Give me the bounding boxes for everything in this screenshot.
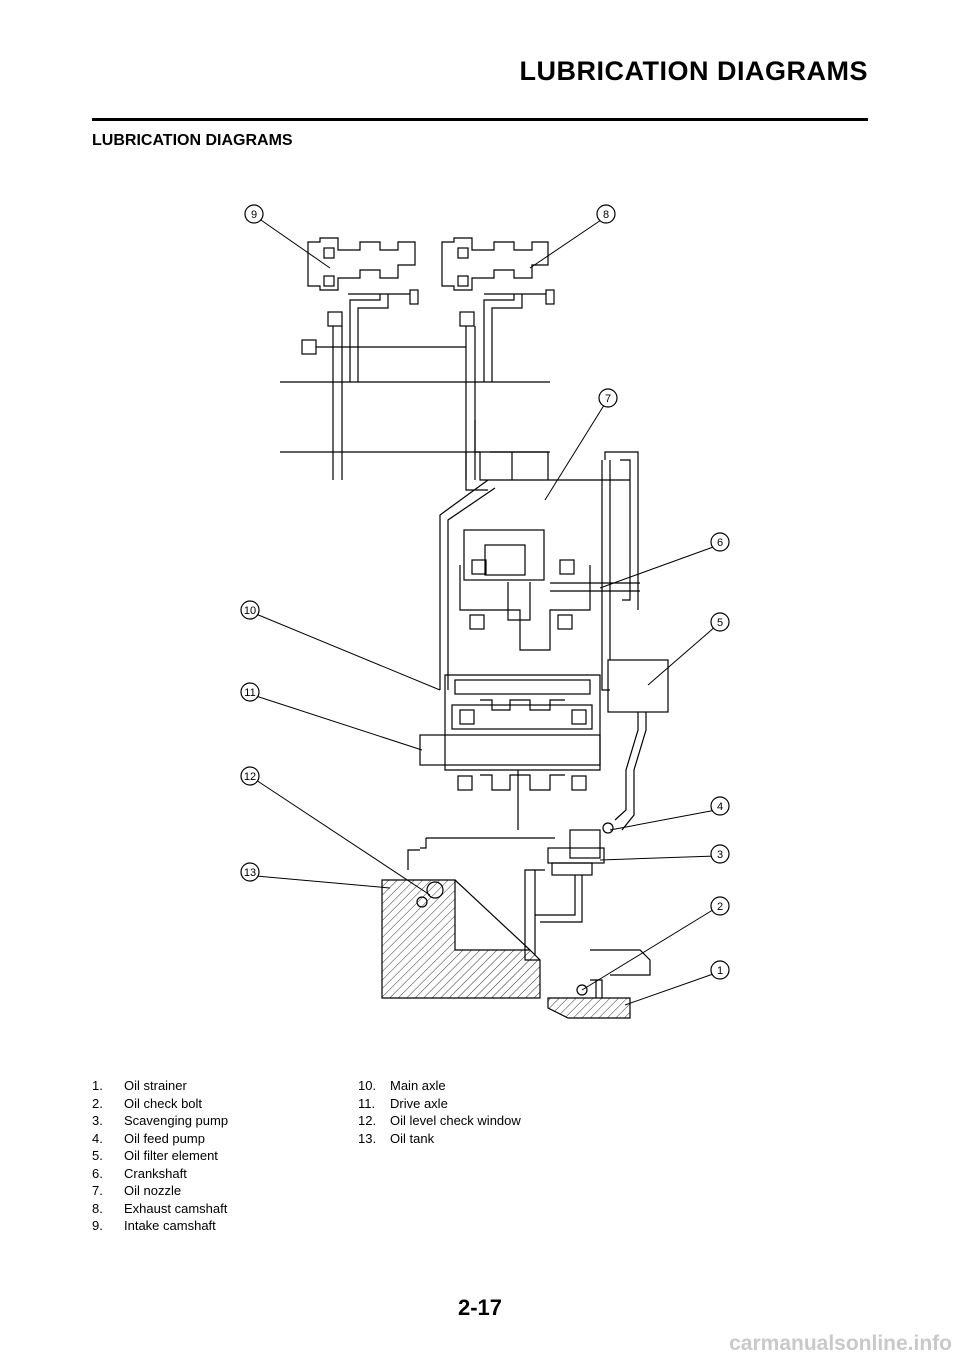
callout-12: 12 <box>240 766 260 786</box>
header-title: LUBRICATION DIAGRAMS <box>519 56 868 86</box>
legend-label: Crankshaft <box>124 1165 187 1181</box>
legend-label: Intake camshaft <box>124 1218 216 1233</box>
svg-text:6: 6 <box>717 537 723 549</box>
header-rule <box>92 118 868 121</box>
legend-label: Exhaust camshaft <box>124 1200 228 1216</box>
lubrication-diagram: 9 8 7 6 5 10 11 12 13 4 3 2 <box>240 204 730 1019</box>
svg-text:2: 2 <box>717 901 723 913</box>
svg-text:4: 4 <box>717 801 723 813</box>
callout-3: 3 <box>710 844 730 864</box>
section-title: LUBRICATION DIAGRAMS <box>92 132 293 149</box>
legend-item: 2. Oil check bolt <box>92 1095 228 1113</box>
legend-number: 4. <box>92 1130 103 1146</box>
svg-text:8: 8 <box>603 209 609 221</box>
legend-label: Oil strainer <box>124 1078 187 1093</box>
callout-11: 11 <box>240 682 260 702</box>
watermark: carmanualsonline.info <box>729 1332 952 1355</box>
svg-text:10: 10 <box>244 605 256 617</box>
callout-9: 9 <box>244 204 264 224</box>
legend-number: 10. <box>358 1078 377 1093</box>
callout-2: 2 <box>710 896 730 916</box>
legend-number: 13. <box>358 1130 377 1146</box>
legend-item: 12. Oil level check window <box>358 1112 521 1130</box>
legend-number: 8. <box>92 1200 103 1216</box>
legend-number: 12. <box>358 1113 377 1128</box>
legend-label: Oil feed pump <box>124 1130 205 1146</box>
oil-filter-drawing <box>607 659 669 713</box>
svg-text:13: 13 <box>244 867 256 879</box>
callout-6: 6 <box>710 532 730 552</box>
legend-item: 4. Oil feed pump <box>92 1130 228 1148</box>
svg-text:12: 12 <box>244 771 256 783</box>
legend-column-1: 1. Oil strainer 2. Oil check bolt 3. Scaven… <box>92 1077 228 1235</box>
callout-5: 5 <box>710 612 730 632</box>
legend-label: Oil nozzle <box>124 1183 182 1198</box>
legend-number: 2. <box>92 1095 103 1111</box>
legend-item: 1. Oil strainer <box>92 1077 228 1095</box>
legend-label: Oil check bolt <box>124 1095 203 1111</box>
svg-text:9: 9 <box>251 209 257 221</box>
svg-text:3: 3 <box>717 849 723 861</box>
exhaust-camshaft-drawing <box>441 237 549 291</box>
legend-item: 8. Exhaust camshaft <box>92 1200 228 1218</box>
legend-number: 5. <box>92 1148 103 1163</box>
legend-number: 7. <box>92 1183 103 1198</box>
legend-label: Drive axle <box>390 1095 448 1111</box>
legend-item: 11. Drive axle <box>358 1095 521 1113</box>
legend-label: Oil level check window <box>390 1113 521 1128</box>
legend-label: Oil tank <box>390 1130 435 1146</box>
callout-4: 4 <box>710 796 730 816</box>
svg-text:11: 11 <box>244 687 255 699</box>
legend-item: 10. Main axle <box>358 1077 521 1095</box>
callout-8: 8 <box>596 204 616 224</box>
legend-item: 9. Intake camshaft <box>92 1217 228 1235</box>
legend-number: 1. <box>92 1078 103 1093</box>
legend-label: Scavenging pump <box>124 1113 229 1128</box>
legend-item: 13. Oil tank <box>358 1130 521 1148</box>
legend-item: 7. Oil nozzle <box>92 1182 228 1200</box>
intake-camshaft-drawing <box>307 237 416 291</box>
callout-1: 1 <box>710 960 730 980</box>
legend-item: 5. Oil filter element <box>92 1147 228 1165</box>
svg-text:7: 7 <box>605 393 611 405</box>
legend-label: Oil filter element <box>124 1148 218 1163</box>
legend-number: 6. <box>92 1165 103 1181</box>
svg-text:1: 1 <box>717 965 723 977</box>
callout-13: 13 <box>240 862 260 882</box>
crankshaft-drawing <box>459 529 640 651</box>
legend-number: 3. <box>92 1113 103 1128</box>
legend-item: 3. Scavenging pump <box>92 1112 228 1130</box>
legend-number: 11. <box>358 1095 376 1111</box>
svg-text:5: 5 <box>717 617 723 629</box>
callout-7: 7 <box>598 388 618 408</box>
legend-column-2: 10. Main axle 11. Drive axle 12. Oil level … <box>358 1077 521 1147</box>
legend-label: Main axle <box>390 1078 446 1093</box>
transmission-drawing <box>419 674 601 791</box>
legend-item: 6. Crankshaft <box>92 1165 228 1183</box>
callout-10: 10 <box>240 600 260 620</box>
legend-number: 9. <box>92 1218 103 1233</box>
page-number: 2-17 <box>457 1295 503 1320</box>
